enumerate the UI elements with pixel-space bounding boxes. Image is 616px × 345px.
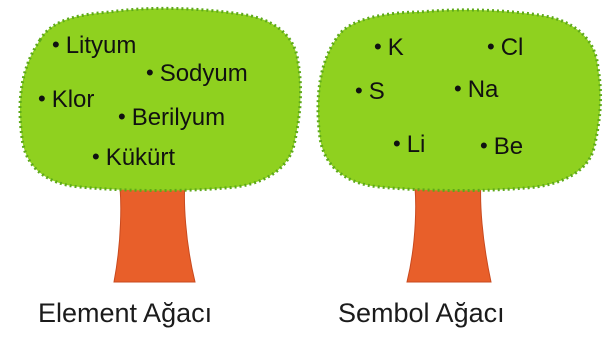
element-item-lityum: •Lityum bbox=[52, 34, 136, 58]
element-tree-label: Element Ağacı bbox=[38, 298, 212, 329]
element-item-berilyum: •Berilyum bbox=[118, 106, 225, 130]
bullet: • bbox=[454, 76, 462, 101]
element-item-kukurt: •Kükürt bbox=[92, 146, 175, 170]
bullet: • bbox=[480, 133, 488, 158]
symbol-item-li: •Li bbox=[393, 133, 425, 157]
bullet: • bbox=[92, 144, 100, 169]
element-item-klor: •Klor bbox=[38, 88, 94, 112]
element-item-sodyum: •Sodyum bbox=[146, 62, 248, 86]
symbol-item-cl: •Cl bbox=[487, 36, 523, 60]
bullet: • bbox=[52, 32, 60, 57]
bullet: • bbox=[38, 86, 46, 111]
symbol-item-k: •K bbox=[374, 36, 404, 60]
symbol-tree bbox=[318, 10, 601, 282]
symbol-item-s: •S bbox=[355, 80, 385, 104]
symbol-item-be: •Be bbox=[480, 135, 523, 159]
bullet: • bbox=[118, 104, 126, 129]
bullet: • bbox=[374, 34, 382, 59]
symbol-tree-label: Sembol Ağacı bbox=[338, 298, 505, 329]
bullet: • bbox=[487, 34, 495, 59]
bullet: • bbox=[393, 131, 401, 156]
bullet: • bbox=[355, 78, 363, 103]
bullet: • bbox=[146, 60, 154, 85]
symbol-item-na: •Na bbox=[454, 78, 498, 102]
